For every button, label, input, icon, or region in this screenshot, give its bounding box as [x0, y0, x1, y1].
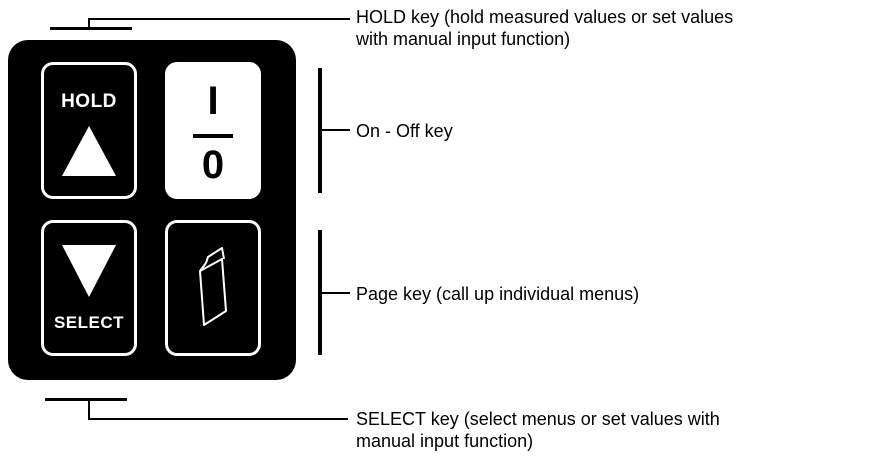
select-leader-vertical: [88, 399, 90, 420]
hold-leader-vertical: [88, 18, 90, 29]
page-leader: [320, 292, 350, 294]
hold-leader-horizontal: [88, 18, 350, 20]
select-key-label: SELECT: [53, 313, 125, 332]
hold-key[interactable]: HOLD: [41, 62, 137, 199]
hold-description-line1: HOLD key (hold measured values or set va…: [356, 7, 734, 27]
hold-bracket: [50, 27, 132, 30]
select-key[interactable]: SELECT: [41, 220, 137, 356]
page-book-icon: [199, 247, 227, 326]
onoff-key-description: On - Off key: [356, 121, 453, 141]
on-off-divider: [193, 134, 233, 138]
select-description-line2: manual input function): [356, 431, 534, 451]
select-leader-horizontal: [88, 418, 348, 420]
hold-key-label: HOLD: [61, 91, 117, 112]
off-symbol: 0: [201, 143, 225, 187]
down-triangle-icon: [62, 245, 116, 297]
page-key-description: Page key (call up individual menus): [356, 284, 640, 304]
select-bracket: [45, 398, 127, 401]
hold-description-line2: with manual input function): [356, 29, 571, 49]
on-off-key[interactable]: I 0: [165, 62, 261, 199]
select-key-description: SELECT key (select menus or set values w…: [356, 408, 720, 452]
up-triangle-icon: [62, 126, 116, 176]
hold-key-description: HOLD key (hold measured values or set va…: [356, 6, 733, 50]
keypad-panel: HOLD I 0 SELECT: [8, 40, 296, 380]
on-symbol: I: [207, 79, 219, 123]
page-key[interactable]: [165, 220, 261, 356]
onoff-leader: [320, 129, 350, 131]
select-description-line1: SELECT key (select menus or set values w…: [356, 409, 720, 429]
